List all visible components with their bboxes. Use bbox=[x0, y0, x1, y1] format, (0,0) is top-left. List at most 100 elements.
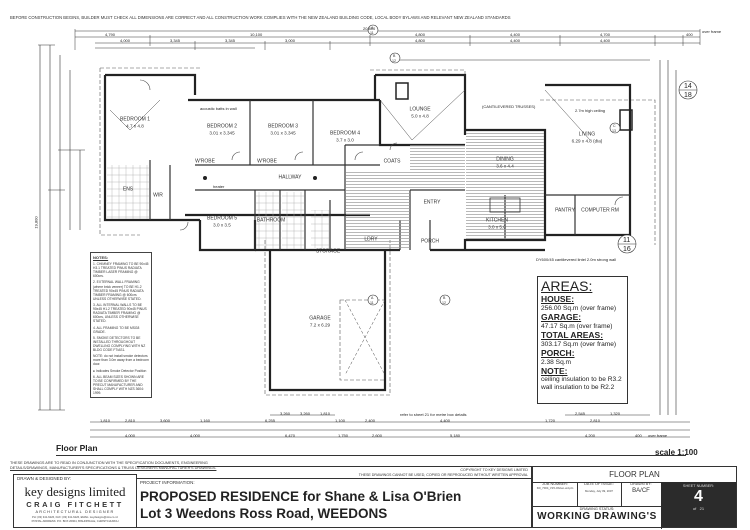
svg-text:A: A bbox=[371, 296, 374, 300]
note-wall: wall insulation to be R2.2 bbox=[541, 384, 615, 391]
sheet-title: FLOOR PLAN bbox=[533, 467, 736, 483]
dim-row3-2: 3,345 bbox=[170, 38, 181, 43]
svg-text:18: 18 bbox=[684, 92, 692, 99]
garage-value: 47.17 Sq.m (over frame) bbox=[541, 322, 613, 330]
sheet-info-block: FLOOR PLAN JOB NUMBER: KD_7004_V15-Obrie… bbox=[532, 466, 737, 529]
room-pantry: PANTRY bbox=[555, 207, 575, 214]
dim-row3-7: 4,400 bbox=[600, 38, 611, 43]
note-2: 2. EXTERNAL WALL FRAMING (where brick ve… bbox=[93, 280, 144, 301]
dim-top-4: 4,400 bbox=[510, 32, 521, 37]
status-cell: DRAWING STATUS: WORKING DRAWING'S bbox=[533, 506, 662, 529]
svg-text:11: 11 bbox=[623, 237, 630, 244]
contact-line-1: PH: (03) 341-6226, FAX: (03) 341-6226, E… bbox=[32, 516, 118, 519]
dim-b2-7: 2,400 bbox=[365, 418, 376, 423]
areas-panel: AREAS: HOUSE: 256.00 Sq.m (over frame) G… bbox=[537, 276, 628, 404]
dim-bottom-4: 2,545 bbox=[575, 411, 586, 416]
porch-label: PORCH: bbox=[541, 348, 575, 359]
svg-text:16: 16 bbox=[623, 246, 631, 253]
svg-text:12: 12 bbox=[392, 59, 396, 63]
annotation-cantilevered: (CANTILEVERED TRUSSES) bbox=[482, 104, 536, 109]
svg-text:B: B bbox=[443, 296, 446, 300]
designer-block: DRAWN & DESIGNED BY: key designs limited… bbox=[13, 474, 137, 528]
dim-b3-4: 1,750 bbox=[338, 433, 349, 438]
annotation-metre-box: refer to sheet 21 for metre box details bbox=[400, 412, 467, 417]
svg-text:A: A bbox=[371, 26, 374, 30]
note-7: 7. ROOFING UNDERLAY SHALL BE 'THERMOFOIL… bbox=[93, 397, 149, 398]
svg-text:14: 14 bbox=[684, 83, 692, 90]
dim-b2-6: 1,100 bbox=[335, 418, 346, 423]
total-label: TOTAL AREAS: bbox=[541, 330, 604, 341]
drawn-by-cell: DRAWN BY: BA/CF bbox=[621, 482, 662, 506]
dim-b3-8: 400 bbox=[635, 433, 642, 438]
annotation-heater: heater bbox=[213, 184, 225, 189]
dim-top-3: 4,800 bbox=[415, 32, 426, 37]
room-hallway: HALLWAY bbox=[278, 174, 302, 181]
house-value: 256.00 Sq.m (over frame) bbox=[541, 304, 617, 312]
dim-row3-1: 4,000 bbox=[120, 38, 131, 43]
dim-b2-2: 2,810 bbox=[125, 418, 136, 423]
dim-b2-1: 1,810 bbox=[100, 418, 111, 423]
garage-label: GARAGE: bbox=[541, 312, 582, 323]
dim-b2-3: 3,600 bbox=[160, 418, 171, 423]
dim-bottom-1: 3,260 bbox=[280, 411, 291, 416]
room-storage: STORAGE bbox=[315, 248, 341, 255]
dim-row3-3: 3,345 bbox=[225, 38, 236, 43]
scale-label: scale 1:100 bbox=[655, 448, 698, 457]
dim-b3-5: 2,600 bbox=[372, 433, 383, 438]
dim-bottom-5: 1,320 bbox=[610, 411, 621, 416]
room-bathroom: BATHROOM bbox=[256, 217, 286, 224]
drawing-status: WORKING DRAWING'S bbox=[537, 511, 657, 522]
contact-line-2: POSTAL ADDRESS: P.O. BOX 20904, BISHOPDA… bbox=[31, 520, 119, 523]
designer-role: ARCHITECTURAL DESIGNER bbox=[35, 510, 115, 514]
svg-text:11: 11 bbox=[370, 31, 374, 35]
copyright: COPYRIGHT TO KEY DESIGNS LIMITED bbox=[460, 468, 528, 472]
dim-b3-2: 4,000 bbox=[190, 433, 201, 438]
dim-overall-left: 19,800 bbox=[33, 216, 39, 229]
note-6: 6. ALL BEAM SIZES SHOWN ARE TO BE CONFIR… bbox=[93, 374, 144, 396]
note-5: 5. SMOKE DETECTORS TO BE INSTALLED THROU… bbox=[93, 335, 146, 353]
room-coats: COATS bbox=[383, 158, 401, 165]
note-legend: ● Indicates Smoke Detector Position bbox=[93, 368, 147, 373]
issue-date: Monday, July 09, 2007 bbox=[585, 489, 613, 493]
dim-b3-6: 5,180 bbox=[450, 433, 461, 438]
note-label: NOTE: bbox=[541, 366, 568, 377]
note-4: 4. ALL FRAMING TO BE MSG8 GRADE. bbox=[93, 325, 140, 334]
dim-bottom-3: 1,810 bbox=[320, 411, 331, 416]
note-ceiling: ceiling insulation to be R3.2 bbox=[541, 376, 622, 384]
areas-title: AREAS: bbox=[541, 278, 593, 294]
dim-top-2: 10,100 bbox=[250, 32, 263, 37]
notes-title: NOTES: bbox=[93, 255, 109, 260]
project-label: PROJECT INFORMATION: bbox=[140, 480, 195, 485]
svg-text:B: B bbox=[393, 54, 396, 58]
dim-b2-9: 1,720 bbox=[545, 418, 556, 423]
dim-b2-5: 6,255 bbox=[265, 418, 276, 423]
frame-label-top: over frame bbox=[702, 29, 722, 34]
project-block: COPYRIGHT TO KEY DESIGNS LIMITED THESE D… bbox=[137, 466, 532, 528]
room-entry: ENTRY bbox=[423, 199, 441, 206]
sheet-number: 4 bbox=[694, 488, 703, 505]
job-number-cell: JOB NUMBER: KD_7004_V15-Obrien-wd.pln bbox=[533, 482, 578, 506]
annotation-acoustic: acoustic batts in wall bbox=[200, 106, 237, 111]
dim-row3-6: 4,400 bbox=[510, 38, 521, 43]
frame-label-bottom: over frame bbox=[648, 433, 668, 438]
annotation-beam: DY600/45 cantilevered lintel 2.0m strong… bbox=[536, 257, 617, 262]
construction-disclaimer: BEFORE CONSTRUCTION BEGINS, BUILDER MUST… bbox=[10, 15, 511, 20]
drawn-by: BA/CF bbox=[632, 488, 650, 494]
svg-text:11: 11 bbox=[370, 301, 374, 305]
room-laundry: LDRY bbox=[364, 236, 378, 243]
dim-b3-3: 6,470 bbox=[285, 433, 296, 438]
room-wrobe-2: W'ROBE bbox=[195, 158, 215, 165]
smoke-detector-icon: ● bbox=[93, 368, 96, 373]
note-1: 1. CHIMNEY FRAMING TO BE 90x45 H3.1 TREA… bbox=[93, 262, 149, 279]
dim-b2-10: 2,810 bbox=[590, 418, 601, 423]
dim-row3-4: 3,000 bbox=[285, 38, 296, 43]
